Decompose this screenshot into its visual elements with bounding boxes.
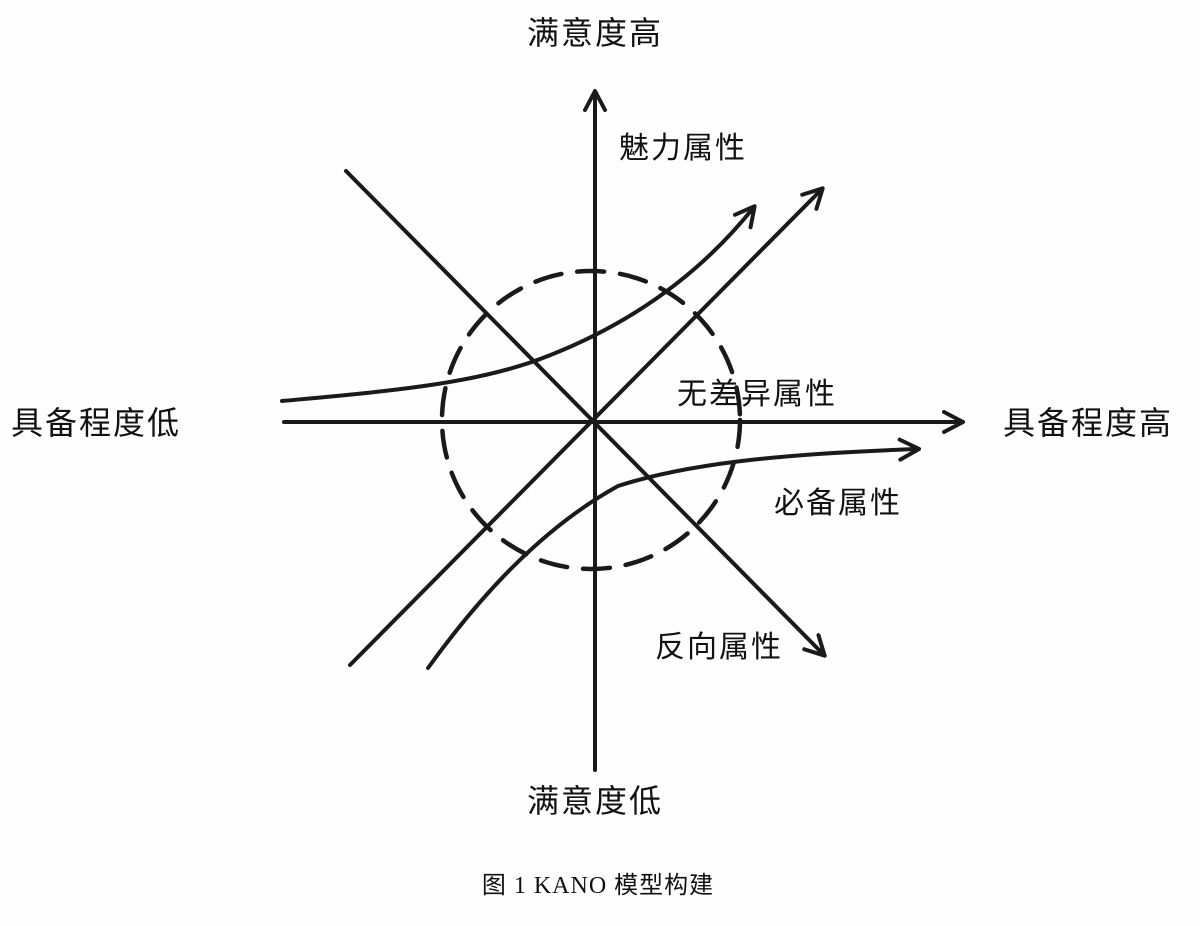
reverse-line bbox=[344, 169, 827, 658]
must-be-attribute-label: 必备属性 bbox=[774, 487, 902, 520]
x-axis-right-label: 具备程度高 bbox=[1003, 405, 1173, 441]
y-axis-bottom-label: 满意度低 bbox=[527, 783, 663, 819]
must-be-curve bbox=[426, 437, 921, 670]
reverse-attribute-label: 反向属性 bbox=[655, 631, 783, 664]
figure-caption: 图 1 KANO 模型构建 bbox=[482, 872, 714, 899]
one-dimensional-line bbox=[348, 186, 825, 667]
indifferent-attribute-label: 无差异属性 bbox=[677, 378, 837, 411]
x-axis-left-label: 具备程度低 bbox=[11, 405, 181, 441]
attractive-attribute-label: 魅力属性 bbox=[619, 132, 747, 165]
y-axis-top-label: 满意度高 bbox=[527, 15, 663, 51]
attractive-curve bbox=[280, 204, 757, 403]
